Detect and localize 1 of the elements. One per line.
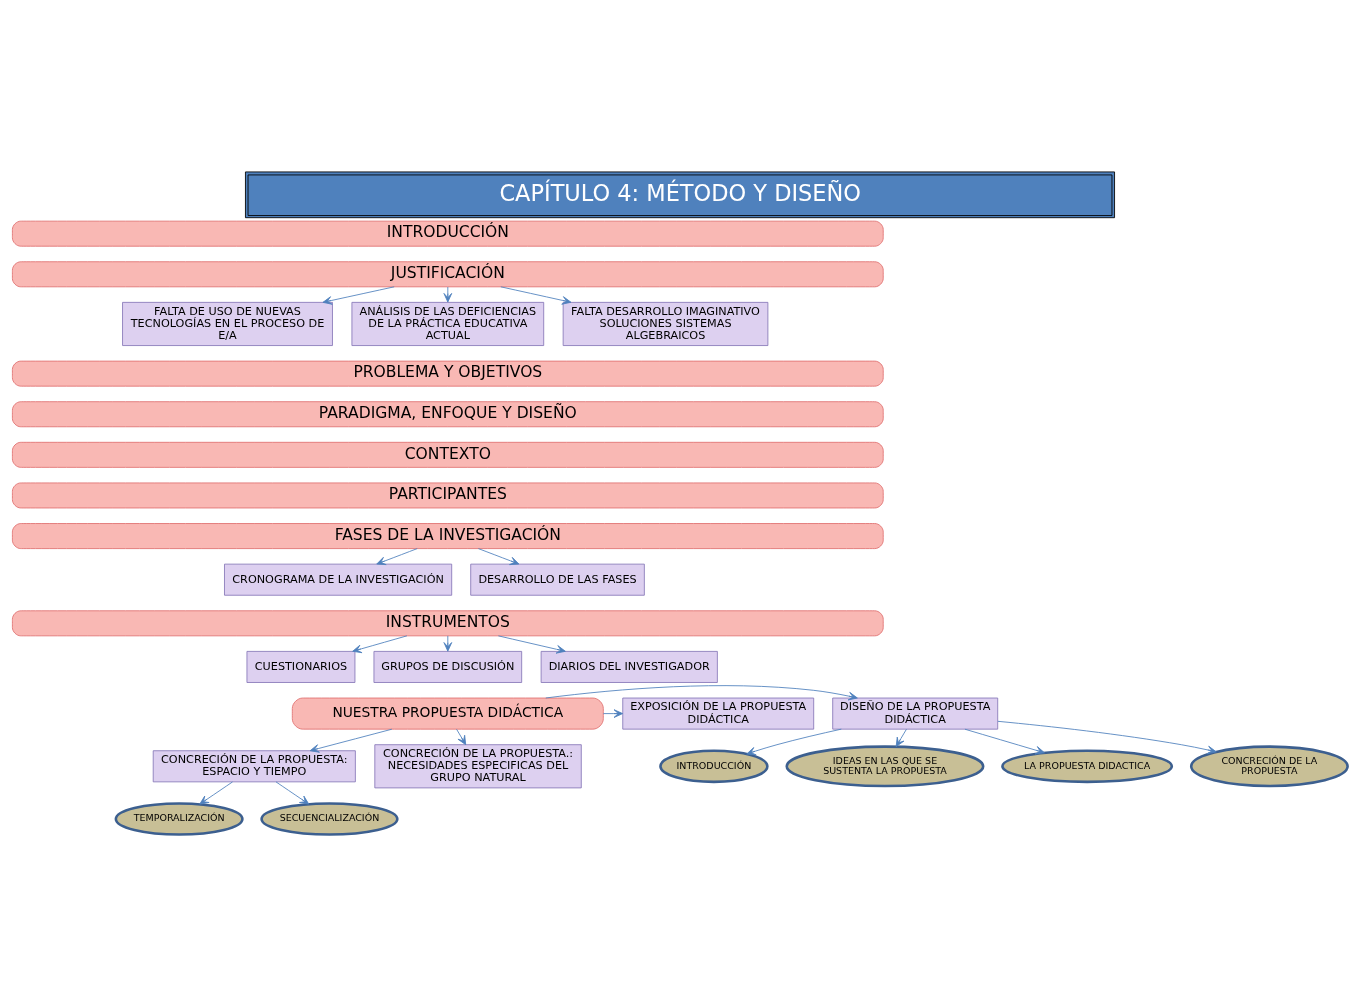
diagram-title: CAPÍTULO 4: MÉTODO Y DISEÑO xyxy=(499,179,862,206)
